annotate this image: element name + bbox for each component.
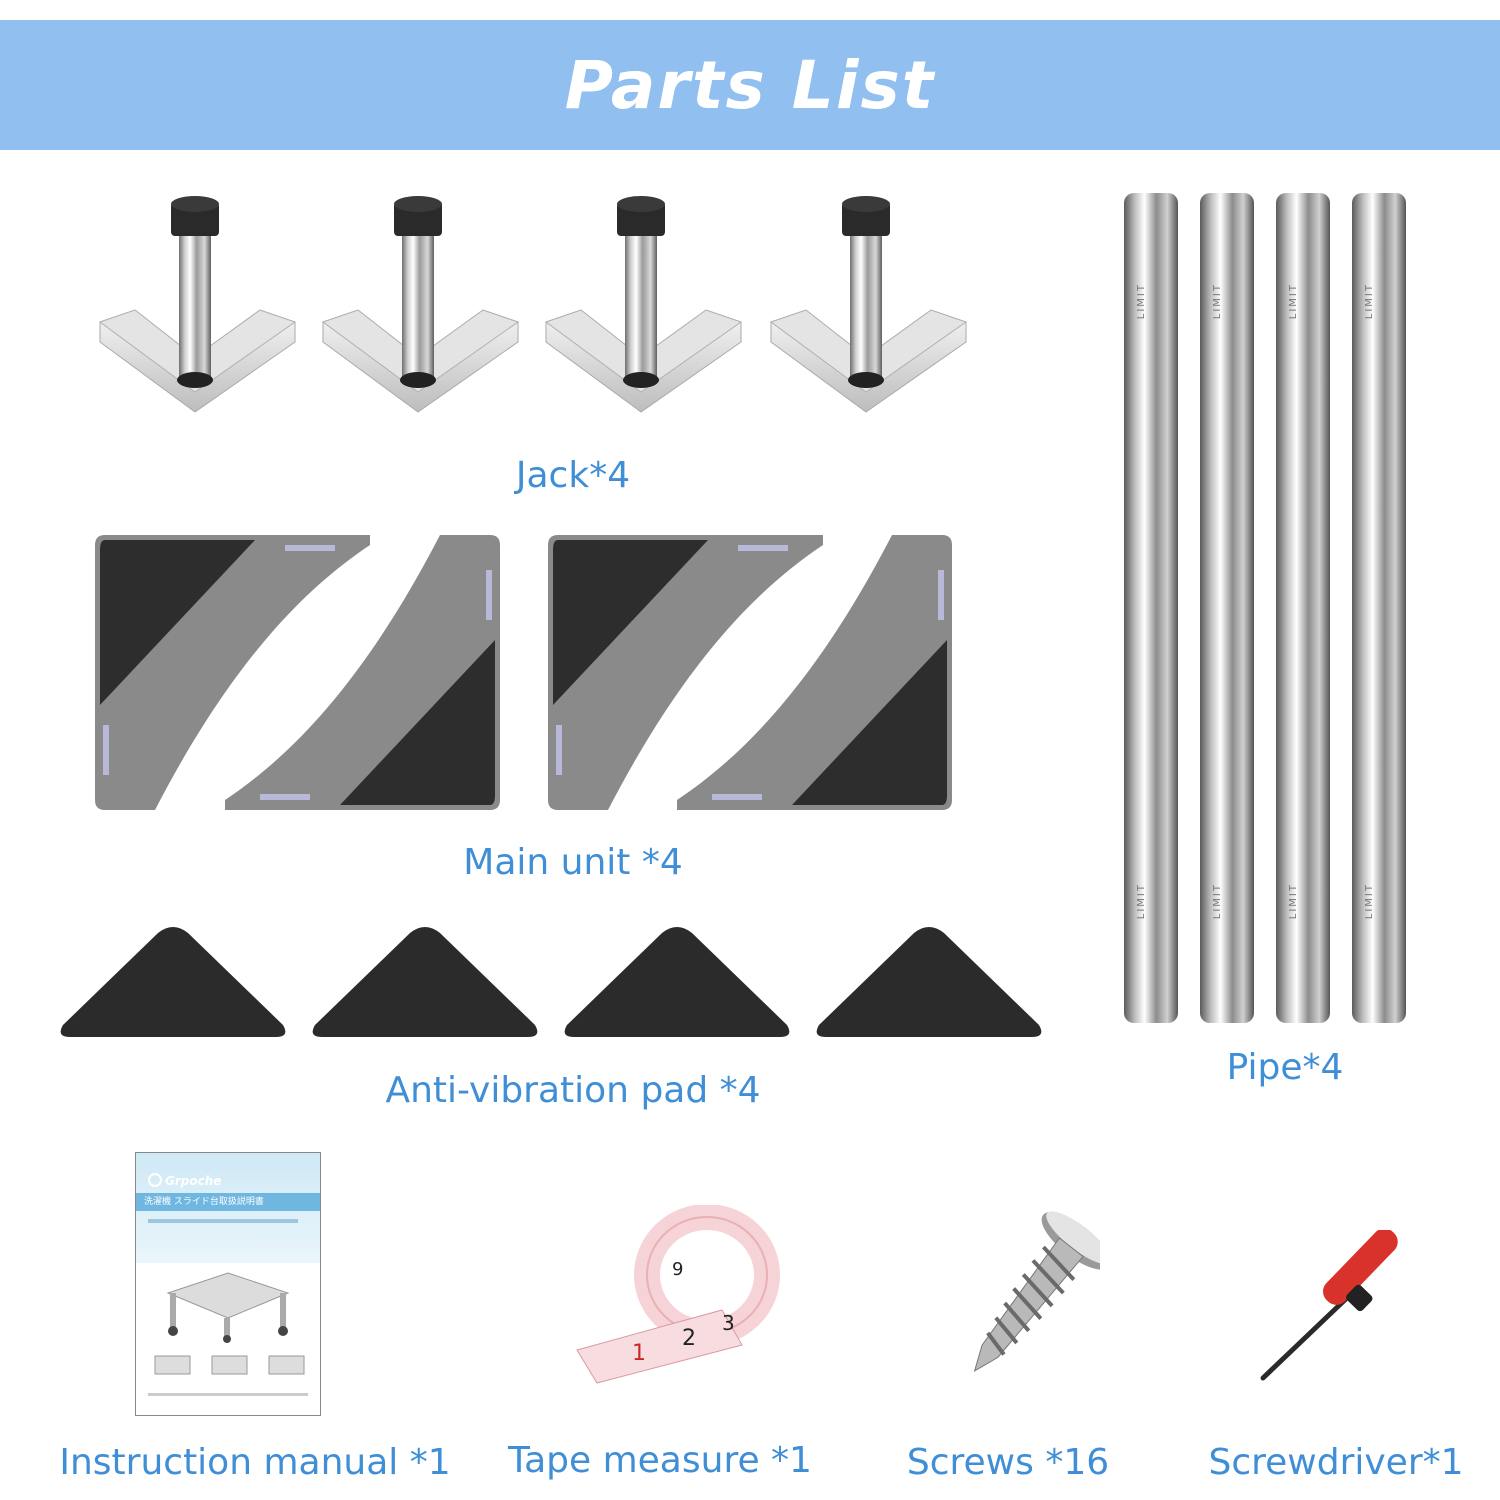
screwdriver-label: Screwdriver*1 <box>1208 1442 1464 1483</box>
pipe-image: LIMIT LIMIT <box>1276 193 1330 1023</box>
pipe-limit-marking: LIMIT <box>1364 883 1375 920</box>
main-unit-image <box>548 535 823 810</box>
main-unit-image <box>225 535 500 810</box>
manual-subtitle: 洗濯機 スライド台取扱説明書 <box>144 1197 264 1207</box>
anti-vibration-pad-image <box>564 927 790 1037</box>
pipe-limit-marking: LIMIT <box>1288 883 1299 920</box>
pipe-image: LIMIT LIMIT <box>1352 193 1406 1023</box>
main-unit-image <box>95 535 370 810</box>
manual-product-photo <box>166 1272 290 1343</box>
pipe-limit-marking: LIMIT <box>1136 283 1147 320</box>
anti-vibration-pad-image <box>816 927 1042 1037</box>
pipe-label: Pipe*4 <box>1226 1047 1344 1088</box>
pipe-limit-marking: LIMIT <box>1212 283 1223 320</box>
svg-text:3: 3 <box>722 1311 735 1335</box>
pipe-image: LIMIT LIMIT <box>1124 193 1178 1023</box>
screws-label: Screws *16 <box>906 1442 1110 1483</box>
manual-thumbnails <box>154 1355 305 1375</box>
tape-measure-label: Tape measure *1 <box>508 1440 812 1481</box>
manual-brand: Grpoche <box>148 1173 221 1188</box>
jack-image <box>98 196 297 413</box>
anti-vibration-pad-image <box>60 927 286 1037</box>
page-title: Parts List <box>564 46 936 124</box>
brand-logo-icon <box>148 1173 162 1187</box>
header-banner: Parts List <box>0 20 1500 150</box>
anti-vibration-pad-image <box>312 927 538 1037</box>
jack-image <box>544 196 743 413</box>
manual-text-line <box>148 1219 298 1223</box>
pipe-limit-marking: LIMIT <box>1288 283 1299 320</box>
anti-vibration-pad-label: Anti-vibration pad *4 <box>385 1070 761 1111</box>
tape-measure-image: 2 1 3 9 <box>576 1205 780 1384</box>
jack-image <box>769 196 968 413</box>
screwdriver-image <box>1260 1230 1398 1381</box>
pipe-limit-marking: LIMIT <box>1364 283 1375 320</box>
jack-image <box>321 196 520 413</box>
jack-label: Jack*4 <box>515 455 631 496</box>
pipe-limit-marking: LIMIT <box>1136 883 1147 920</box>
main-unit-label: Main unit *4 <box>463 842 683 883</box>
pipe-limit-marking: LIMIT <box>1212 883 1223 920</box>
manual-text-line <box>148 1393 308 1396</box>
pipe-image: LIMIT LIMIT <box>1200 193 1254 1023</box>
svg-text:2: 2 <box>682 1326 696 1351</box>
instruction-manual-image: Grpoche 洗濯機 スライド台取扱説明書 <box>135 1152 321 1416</box>
manual-title-band <box>136 1193 320 1211</box>
screw-image <box>973 1211 1100 1372</box>
svg-text:9: 9 <box>672 1259 683 1280</box>
svg-text:1: 1 <box>632 1341 646 1366</box>
instruction-manual-label: Instruction manual *1 <box>59 1442 451 1483</box>
main-unit-image <box>677 535 952 810</box>
